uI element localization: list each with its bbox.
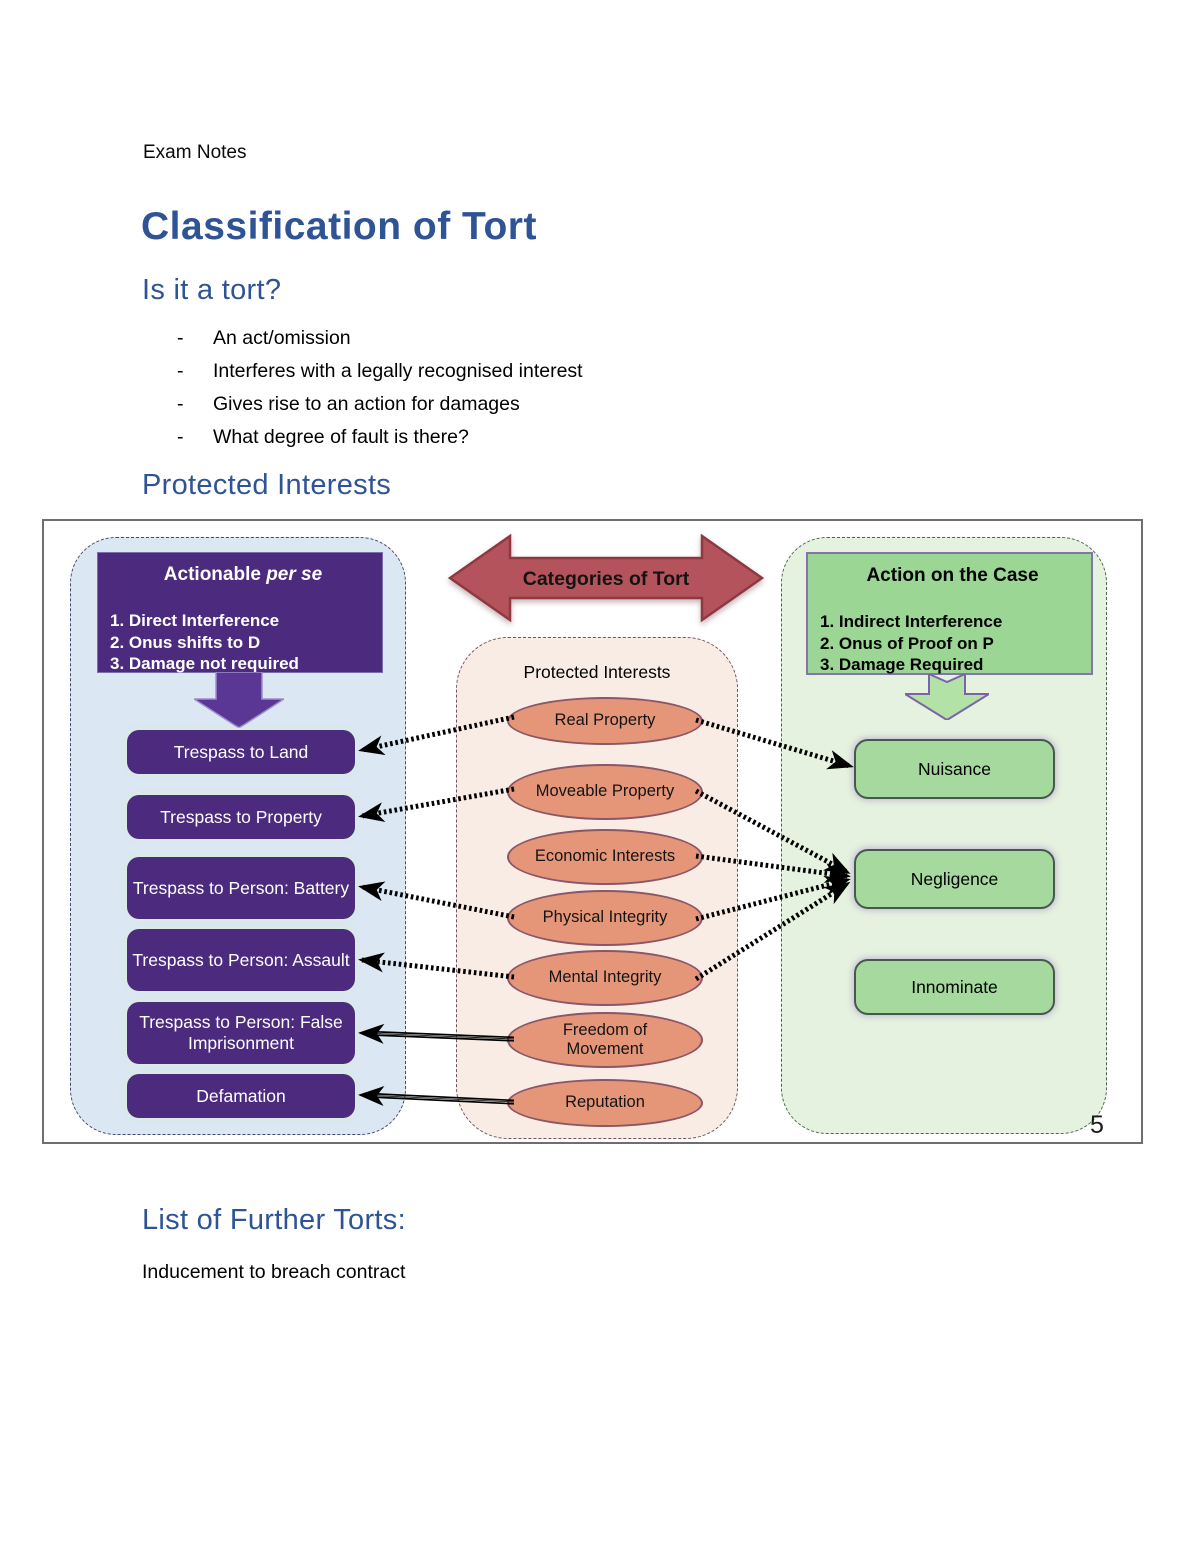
- bullet-item: Interferes with a legally recognised int…: [177, 361, 583, 383]
- actionable-rule: 3. Damage not required: [110, 654, 299, 673]
- ellipse-physical-integrity: Physical Integrity: [507, 890, 703, 946]
- bullet-item: What degree of fault is there?: [177, 427, 583, 449]
- box-trespass-assault: Trespass to Person: Assault: [127, 929, 355, 991]
- bullet-item: An act/omission: [177, 328, 583, 350]
- page-number: 5: [1090, 1111, 1104, 1139]
- categories-of-tort-arrow: Categories of Tort: [447, 533, 765, 623]
- actionable-rule: 1. Direct Interference: [110, 611, 280, 630]
- ellipse-economic-interests: Economic Interests: [507, 829, 703, 885]
- box-false-imprisonment: Trespass to Person: False Imprisonment: [127, 1002, 355, 1064]
- action-on-case-header: Action on the Case 1. Indirect Interfere…: [806, 552, 1093, 675]
- exam-notes-label: Exam Notes: [143, 142, 247, 163]
- box-nuisance: Nuisance: [854, 739, 1055, 799]
- actionable-title-italic: per se: [266, 564, 323, 585]
- ellipse-moveable-property: Moveable Property: [507, 764, 703, 820]
- heading-protected-interests: Protected Interests: [142, 469, 392, 501]
- protected-interests-label: Protected Interests: [523, 662, 671, 682]
- ellipse-reputation: Reputation: [507, 1079, 703, 1127]
- bullet-item: Gives rise to an action for damages: [177, 394, 583, 416]
- box-innominate: Innominate: [854, 959, 1055, 1015]
- page-title: Classification of Tort: [141, 205, 537, 248]
- further-torts-text: Inducement to breach contract: [142, 1261, 406, 1283]
- ellipse-real-property: Real Property: [507, 697, 703, 745]
- box-trespass-to-property: Trespass to Property: [127, 795, 355, 839]
- heading-is-it-a-tort: Is it a tort?: [142, 274, 282, 306]
- ellipse-freedom-of-movement: Freedom of Movement: [507, 1012, 703, 1068]
- tort-criteria-list: An act/omission Interferes with a legall…: [177, 328, 583, 460]
- tort-classification-diagram: Actionable per se 1. Direct Interference…: [42, 519, 1143, 1144]
- categories-of-tort-label: Categories of Tort: [523, 568, 690, 590]
- action-on-case-rule: 1. Indirect Interference: [820, 612, 1003, 631]
- heading-further-torts: List of Further Torts:: [142, 1204, 406, 1236]
- action-on-case-rule: 3. Damage Required: [820, 655, 984, 674]
- double-arrow-shape: [447, 533, 765, 623]
- box-trespass-to-land: Trespass to Land: [127, 730, 355, 774]
- actionable-title-main: Actionable: [163, 564, 261, 585]
- purple-down-arrow-icon: [194, 672, 284, 728]
- box-defamation: Defamation: [127, 1074, 355, 1118]
- action-on-case-rule: 2. Onus of Proof on P: [820, 633, 994, 653]
- actionable-per-se-header: Actionable per se 1. Direct Interference…: [97, 552, 383, 673]
- actionable-per-se-title: Actionable per se: [110, 564, 376, 586]
- action-on-case-title: Action on the Case: [866, 565, 1039, 586]
- ellipse-mental-integrity: Mental Integrity: [507, 950, 703, 1006]
- box-trespass-battery: Trespass to Person: Battery: [127, 857, 355, 919]
- actionable-rule: 2. Onus shifts to D: [110, 632, 261, 652]
- green-down-arrow-icon: [905, 674, 989, 720]
- box-negligence: Negligence: [854, 849, 1055, 909]
